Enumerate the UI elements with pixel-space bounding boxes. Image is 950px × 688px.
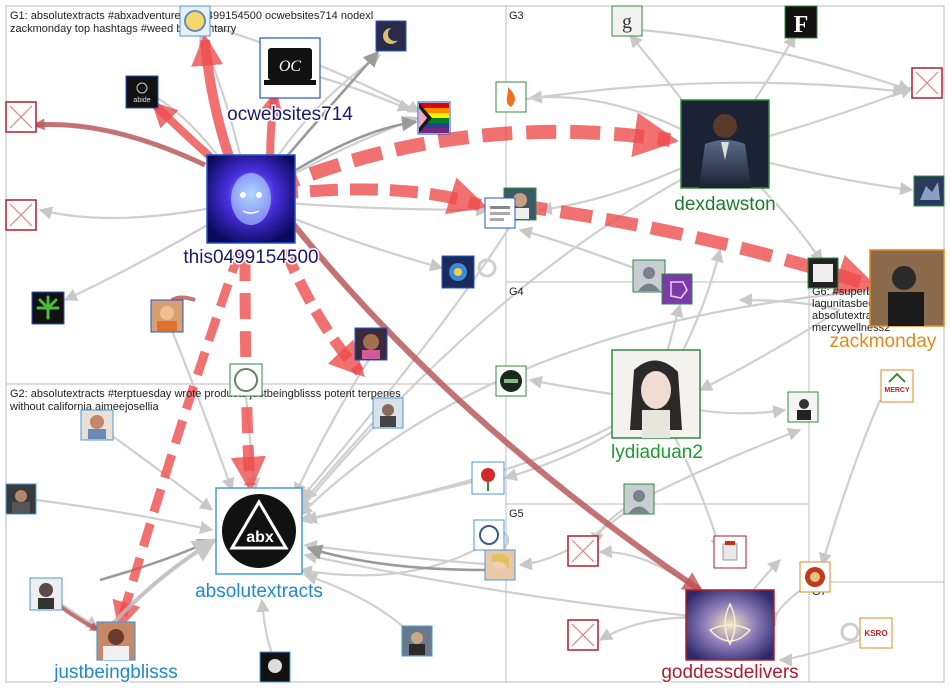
- group-label-g3: G3: [509, 10, 524, 22]
- lion-icon[interactable]: [800, 562, 830, 592]
- molecule-icon[interactable]: [662, 274, 692, 304]
- flame-logo-icon[interactable]: [496, 82, 526, 112]
- product-icon[interactable]: [714, 536, 746, 568]
- avatar[interactable]: [260, 652, 290, 682]
- node-label-zackmonday: zackmonday: [830, 331, 937, 352]
- group-label-g2: G2: absolutextracts #terptuesday wrote p…: [9, 388, 401, 413]
- round-logo-icon[interactable]: [230, 364, 262, 396]
- self-loop: [842, 624, 858, 640]
- logo-icon[interactable]: [474, 520, 504, 550]
- f-logo-text: F: [794, 12, 809, 38]
- seal-logo-icon[interactable]: [180, 6, 210, 36]
- edge: [20, 498, 212, 530]
- avatar[interactable]: [788, 392, 818, 422]
- node-goddessdelivers[interactable]: [686, 590, 774, 660]
- node-label-lydiaduan2: lydiaduan2: [611, 442, 703, 463]
- broken-image-icon[interactable]: [6, 102, 36, 132]
- avatar[interactable]: [355, 328, 387, 360]
- avatar[interactable]: [402, 626, 432, 656]
- edge: [822, 400, 880, 565]
- avatar[interactable]: [373, 398, 403, 428]
- avatar[interactable]: [808, 258, 838, 288]
- edge-dashed: [270, 189, 480, 205]
- f-logo-icon[interactable]: F: [785, 6, 817, 38]
- avatar[interactable]: [151, 300, 183, 332]
- node-label-dexdawston: dexdawston: [674, 194, 775, 215]
- node-label-ocwebsites714: ocwebsites714: [227, 104, 353, 125]
- mercy-logo-icon[interactable]: MERCY: [881, 370, 913, 402]
- mercy-logo-text: MERCY: [884, 387, 910, 394]
- broken-image-icon[interactable]: [912, 68, 942, 98]
- oc-logo-text: OC: [279, 58, 302, 75]
- g-logo-text: g: [622, 11, 632, 33]
- kslr-logo-text: KSRO: [864, 629, 887, 638]
- avatar[interactable]: [30, 578, 62, 610]
- kslr-logo-icon[interactable]: KSRO: [860, 618, 892, 648]
- rose-icon[interactable]: [472, 462, 504, 494]
- node-label-this0499154500: this0499154500: [183, 247, 318, 268]
- edge-dashed: [285, 250, 360, 372]
- moon-icon[interactable]: [376, 21, 406, 51]
- round-logo-icon[interactable]: [496, 366, 526, 396]
- edge: [245, 385, 255, 490]
- cannabis-leaf-icon[interactable]: [32, 292, 64, 324]
- node-ocwebsites714[interactable]: OC: [260, 38, 320, 98]
- abide-logo-icon[interactable]: abide: [126, 76, 158, 108]
- node-dexdawston[interactable]: [681, 100, 769, 188]
- edge-dashed: [270, 132, 670, 190]
- node-zackmonday[interactable]: [870, 250, 944, 326]
- abx-logo-text: abx: [246, 529, 274, 546]
- edge: [167, 318, 232, 490]
- node-label-goddessdelivers: goddessdelivers: [661, 662, 798, 683]
- abide-logo-text: abide: [133, 97, 150, 104]
- edge: [780, 640, 860, 660]
- art-logo-icon[interactable]: [442, 256, 474, 288]
- avatar[interactable]: [6, 484, 36, 514]
- avatar[interactable]: [485, 550, 515, 580]
- group-label-g5: G5: [509, 508, 524, 520]
- avatar[interactable]: [81, 410, 113, 440]
- small-nodes: abide: [6, 6, 944, 682]
- node-label-justbeingblisss: justbeingblisss: [53, 662, 178, 683]
- node-this0499154500[interactable]: [207, 155, 295, 243]
- edge: [640, 430, 800, 500]
- node-label-absolutextracts: absolutextracts: [195, 581, 323, 602]
- edge: [262, 600, 275, 660]
- creature-icon[interactable]: [914, 176, 944, 206]
- node-absolutextracts[interactable]: abx: [216, 488, 302, 574]
- edge: [308, 548, 485, 570]
- edge-solid: [205, 40, 230, 160]
- broken-image-icon[interactable]: [568, 536, 598, 566]
- broken-image-icon[interactable]: [568, 620, 598, 650]
- group-label-g4: G4: [509, 286, 524, 298]
- edge: [100, 540, 212, 580]
- node-justbeingblisss[interactable]: [97, 622, 135, 660]
- broken-image-icon[interactable]: [6, 200, 36, 230]
- default-avatar-icon[interactable]: [624, 484, 654, 514]
- rainbow-flag-icon[interactable]: [418, 102, 450, 134]
- g-logo-icon[interactable]: g: [612, 6, 642, 36]
- edge: [640, 30, 910, 90]
- node-lydiaduan2[interactable]: [612, 350, 700, 438]
- text-logo-icon[interactable]: [485, 198, 515, 228]
- default-avatar-icon[interactable]: [633, 260, 665, 292]
